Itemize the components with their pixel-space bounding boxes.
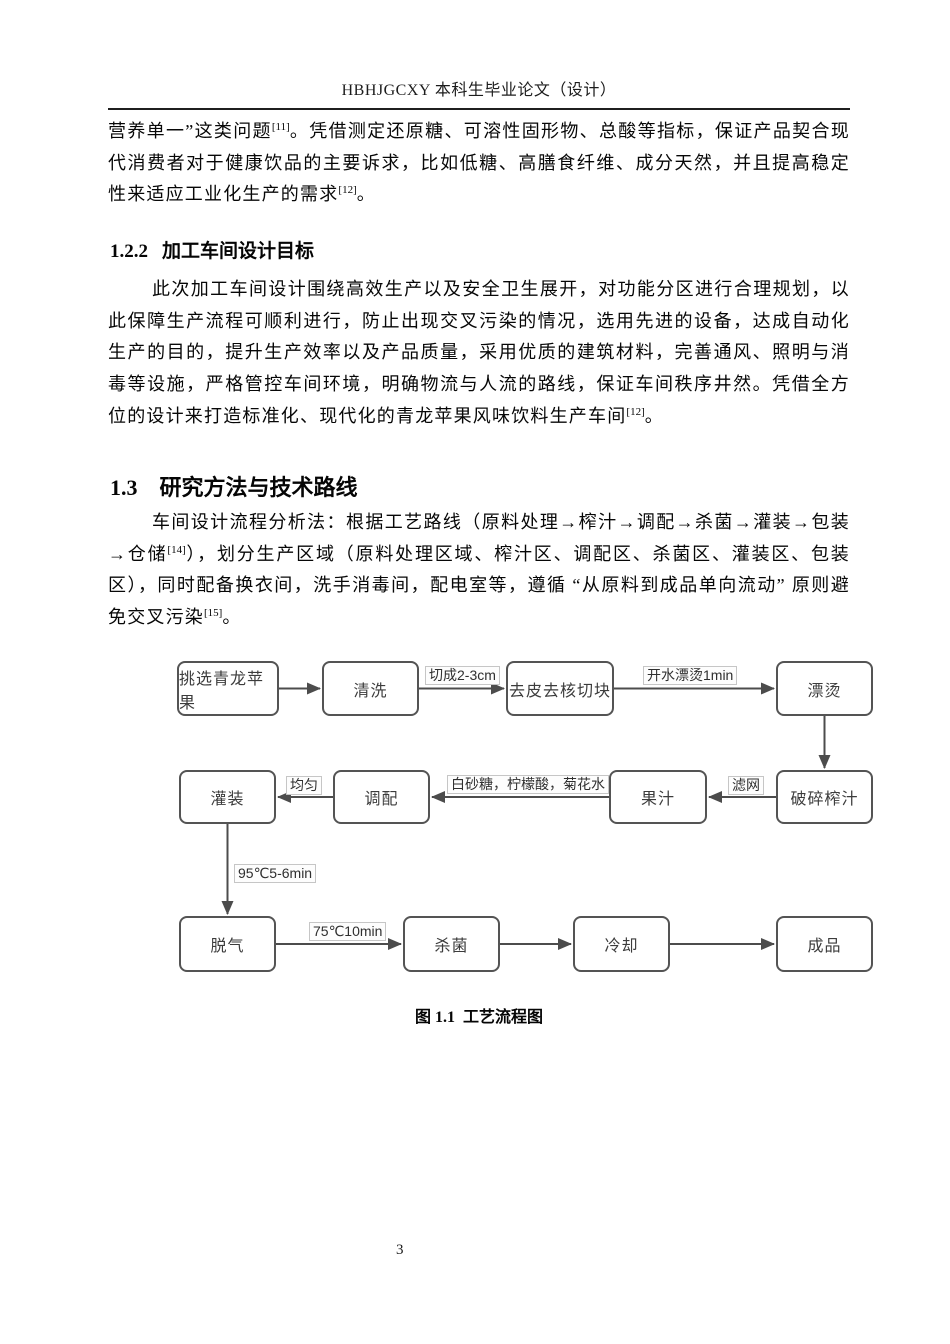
- header-title: HBHJGCXY 本科生毕业论文（设计）: [341, 82, 617, 99]
- figure-caption: 图 1.1 工艺流程图: [414, 1009, 543, 1026]
- edge-label-filter: 滤网: [728, 776, 764, 795]
- edge-label-mix-even: 均匀: [286, 776, 322, 795]
- flow-node-juice: 果汁: [609, 770, 707, 824]
- section-1-2-2-paragraph: 此次加工车间设计围绕高效生产以及安全卫生展开，对功能分区进行合理规划，以此保障生…: [108, 274, 850, 433]
- flow-node-cut: 去皮去核切块: [506, 661, 614, 716]
- edge-label-cut-size: 切成2-3cm: [425, 666, 500, 685]
- edge-label-degas-temp: 75℃10min: [309, 922, 387, 941]
- edge-label-blanch-time: 开水漂烫1min: [643, 666, 738, 685]
- edge-label-fill-temp: 95℃5-6min: [234, 864, 317, 883]
- flow-node-blanch: 漂烫: [776, 661, 873, 716]
- section-heading-1-2-2: 1.2.2 加工车间设计目标: [110, 236, 314, 263]
- flowchart-arrows: [221, 682, 831, 950]
- page-number: 3: [396, 1242, 404, 1258]
- paragraph-text: 。: [644, 405, 664, 426]
- flow-node-wash: 清洗: [322, 661, 419, 716]
- citation-superscript: [11]: [271, 121, 290, 133]
- flow-node-blend: 调配: [333, 770, 430, 824]
- paragraph-text: 。: [222, 607, 242, 628]
- section-number: 1.2.2: [110, 241, 148, 262]
- citation-superscript: [14]: [167, 543, 186, 556]
- flow-node-product: 成品: [776, 916, 873, 972]
- section-heading-1-3: 1.3 研究方法与技术路线: [110, 470, 358, 502]
- paragraph-text: 营养单一”这类问题: [108, 121, 272, 141]
- paragraph-text: ），划分生产区域（原料处理区域、榨汁区、调配区、杀菌区、灌装区、包装区），同时配…: [108, 543, 850, 628]
- flow-node-sterilize: 杀菌: [403, 916, 500, 972]
- edge-label-ingredients: 白砂糖，柠檬酸，菊花水: [447, 775, 609, 794]
- flow-node-fill: 灌装: [179, 770, 276, 824]
- paragraph-text: 。: [356, 184, 376, 205]
- paragraph-text: 此次加工车间设计围绕高效生产以及安全卫生展开，对功能分区进行合理规划，以此保障生…: [108, 279, 850, 426]
- page-header: HBHJGCXY 本科生毕业论文（设计）: [108, 76, 850, 110]
- section-title: 加工车间设计目标: [162, 241, 315, 262]
- flow-node-pick: 挑选青龙苹果: [177, 661, 279, 716]
- citation-superscript: [12]: [338, 184, 357, 197]
- section-title: 研究方法与技术路线: [159, 475, 358, 500]
- paragraph-text: 车间设计流程分析法：根据工艺路线（原料处理→榨汁→调配→杀菌→灌装→包装→仓储: [108, 512, 850, 564]
- flow-node-crush: 破碎榨汁: [776, 770, 873, 824]
- section-1-3-paragraph: 车间设计流程分析法：根据工艺路线（原料处理→榨汁→调配→杀菌→灌装→包装→仓储[…: [108, 507, 850, 634]
- process-flowchart: 挑选青龙苹果 清洗 去皮去核切块 漂烫 灌装 调配 果汁 破碎榨汁 脱气 杀菌 …: [140, 650, 880, 980]
- flow-node-degas: 脱气: [179, 916, 276, 972]
- intro-paragraph: 营养单一”这类问题[11]。凭借测定还原糖、可溶性固形物、总酸等指标，保证产品契…: [108, 116, 850, 211]
- section-number: 1.3: [110, 475, 138, 500]
- citation-superscript: [15]: [204, 607, 223, 620]
- citation-superscript: [12]: [626, 405, 645, 418]
- flow-node-cool: 冷却: [573, 916, 670, 972]
- paragraph-text: 。凭借测定还原糖、可溶性固形物、总酸等指标，保证产品契合现代消费者对于健康饮品的…: [108, 121, 851, 205]
